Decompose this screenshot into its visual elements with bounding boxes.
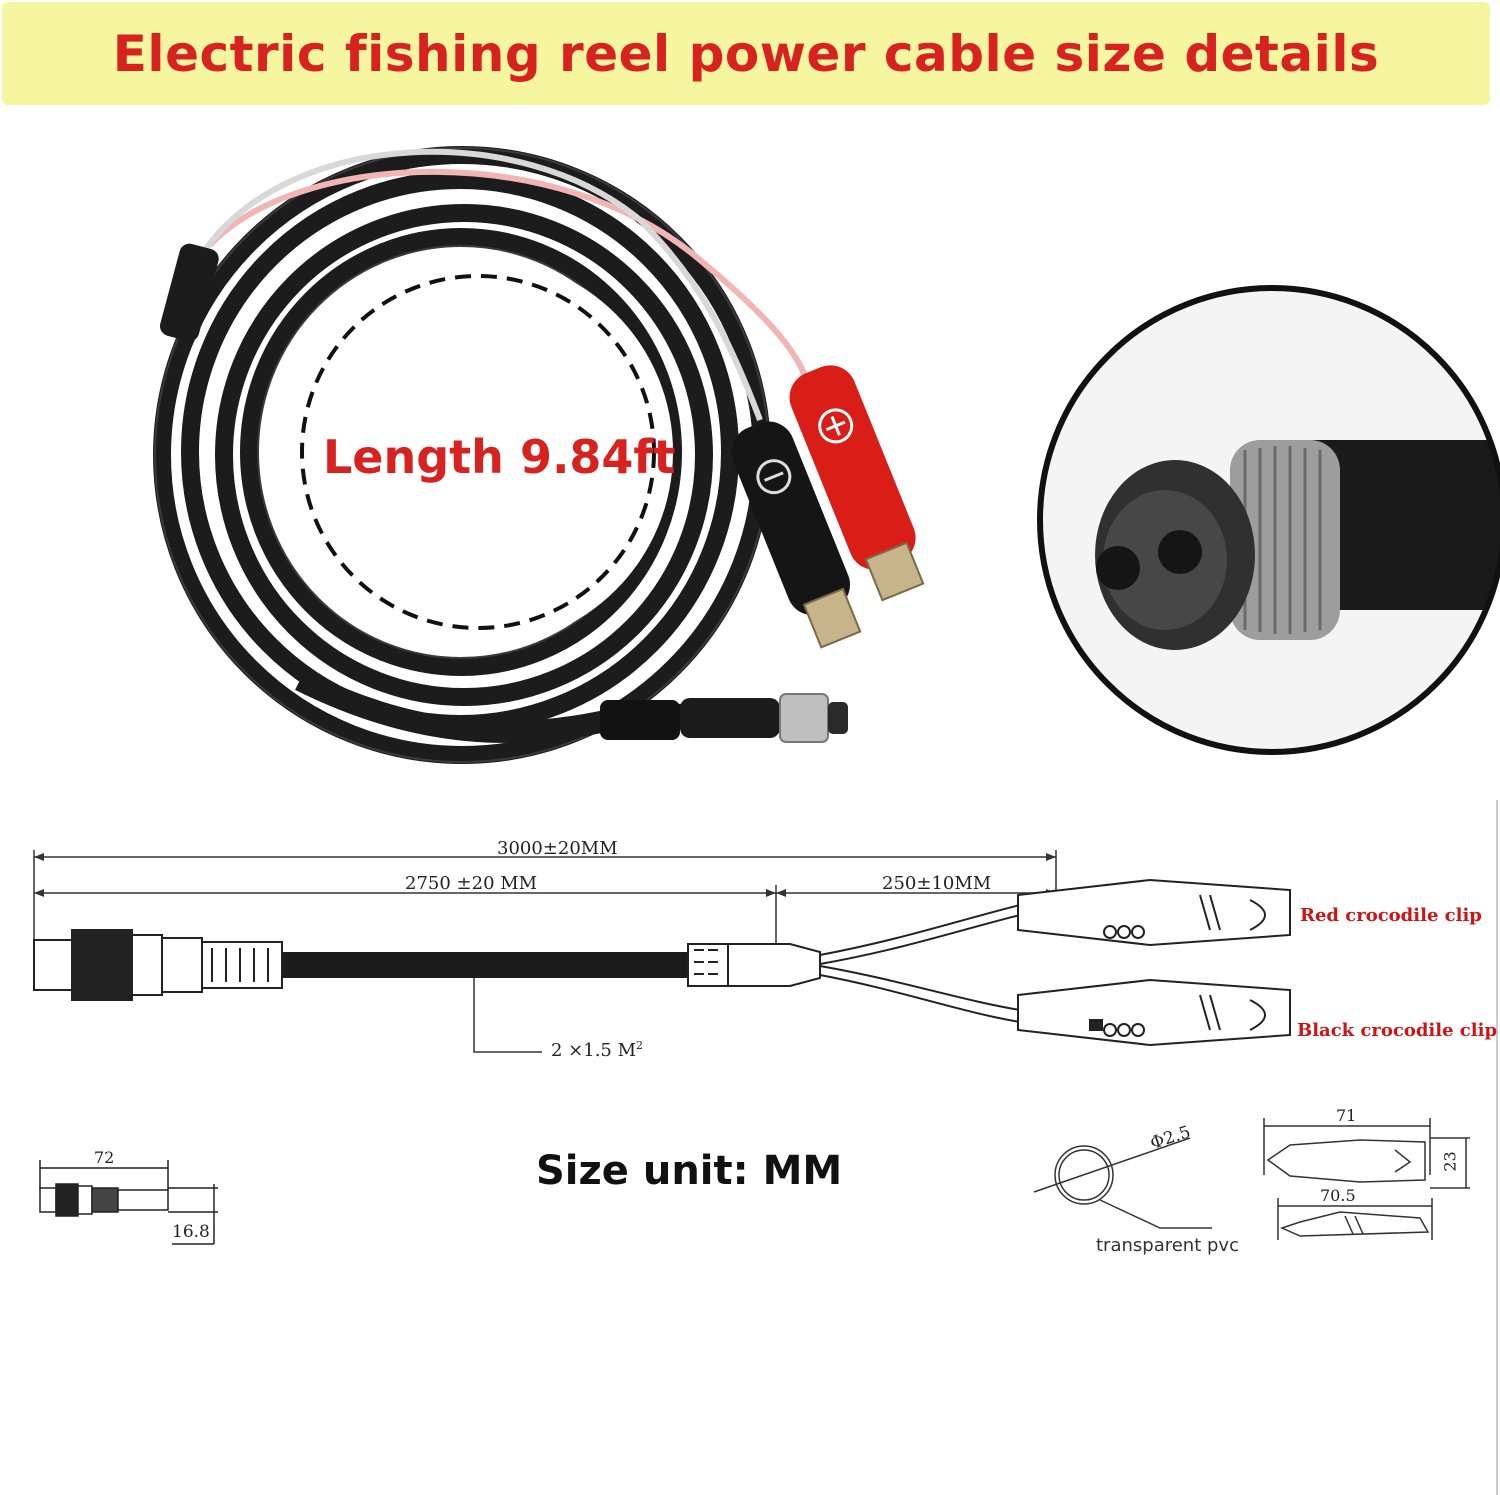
tail-cable: [295, 670, 721, 743]
drawing-splitter: [687, 943, 821, 987]
drawing-red-lead: [819, 904, 1021, 956]
detail-clip: [1263, 1118, 1470, 1240]
black-clip-label: Black crocodile clip: [1297, 1020, 1498, 1041]
page-title: Electric fishing reel power cable size d…: [112, 24, 1380, 83]
red-lead: [207, 168, 813, 391]
splitter-sleeve: [159, 243, 219, 342]
red-clip-label: Red crocodile clip: [1300, 905, 1482, 926]
drawing-connector: [33, 929, 283, 1001]
pvc-label: transparent pvc: [1096, 1235, 1239, 1256]
clip-height-label: 23: [1440, 1151, 1460, 1172]
connector-length-label: 72: [94, 1148, 115, 1167]
drawing-cable: [282, 952, 692, 978]
total-length-label: 3000±20MM: [497, 838, 618, 859]
connector-body: [680, 698, 780, 738]
title-banner: Electric fishing reel power cable size d…: [2, 2, 1490, 105]
wire-spec-leader: [473, 978, 542, 1053]
drawing-black-clip: [1017, 978, 1291, 1047]
detail-pvc: [1033, 1137, 1212, 1229]
length-label: Length 9.84ft: [323, 430, 676, 484]
red-clip: [789, 365, 925, 602]
connector-strain-relief: [600, 700, 680, 740]
drawing-red-clip: [1017, 878, 1291, 947]
lead-length-label: 250±10MM: [882, 873, 992, 894]
size-unit-label: Size unit: MM: [536, 1148, 843, 1194]
clip-length-top-label: 71: [1336, 1106, 1357, 1125]
white-lead: [202, 148, 763, 422]
clip-length-bottom-label: 70.5: [1320, 1186, 1356, 1205]
connector-diameter-label: 16.8: [172, 1222, 210, 1242]
connector-closeup: [1037, 285, 1500, 755]
detail-connector: [39, 1160, 218, 1245]
black-clip: [731, 421, 862, 649]
length-ring: [300, 274, 656, 630]
wire-spec-label: 2 ×1.5 M2: [551, 1039, 644, 1061]
cable-length-label: 2750 ±20 MM: [405, 873, 538, 894]
drawing-black-lead: [819, 965, 1021, 1011]
